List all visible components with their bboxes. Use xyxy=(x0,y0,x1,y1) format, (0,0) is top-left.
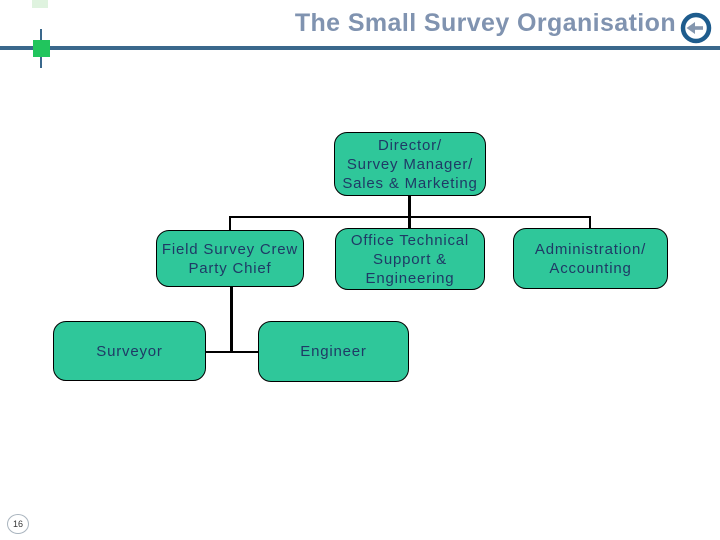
page-number: 16 xyxy=(12,519,23,529)
org-node-office-technical-label: Office Technical Support & Engineering xyxy=(350,231,470,287)
org-node-field-survey-crew: Field Survey Crew Party Chief xyxy=(156,230,304,287)
header-rule xyxy=(0,46,720,50)
org-node-field-survey-crew-label: Field Survey Crew Party Chief xyxy=(161,240,299,277)
connector-drop-admin xyxy=(589,216,591,231)
org-node-engineer-label: Engineer xyxy=(300,343,367,360)
org-node-administration-label: Administration/ Accounting xyxy=(534,240,647,277)
back-arrow-icon[interactable] xyxy=(679,11,713,45)
org-node-director: Director/ Survey Manager/ Sales & Market… xyxy=(334,132,486,196)
org-node-surveyor-label: Surveyor xyxy=(96,342,163,360)
connector-field-down xyxy=(230,286,233,353)
connector-tier2-horizontal xyxy=(206,351,258,353)
org-node-director-label: Director/ Survey Manager/ Sales & Market… xyxy=(342,136,478,192)
org-node-administration: Administration/ Accounting xyxy=(513,228,668,289)
connector-drop-field xyxy=(229,216,231,231)
accent-green-square xyxy=(33,40,50,57)
connector-tier1-horizontal xyxy=(229,216,591,218)
connector-director-down xyxy=(408,196,411,230)
accent-pale-rect xyxy=(32,0,48,8)
org-node-surveyor: Surveyor xyxy=(53,321,206,381)
slide-title: The Small Survey Organisation xyxy=(294,9,676,37)
org-node-engineer: Engineer xyxy=(258,321,409,382)
page-number-badge: 16 xyxy=(7,514,29,534)
org-node-office-technical: Office Technical Support & Engineering xyxy=(335,228,485,290)
